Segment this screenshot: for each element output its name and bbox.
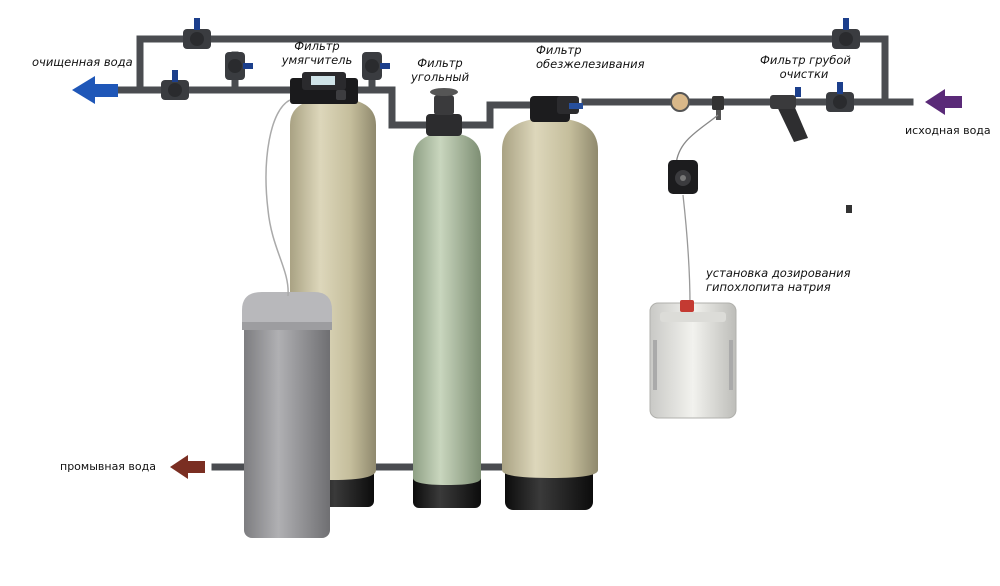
arrow-left-icon [72, 76, 118, 104]
carbon-iron-pipe [451, 101, 539, 129]
arrow-left-icon [170, 455, 205, 479]
coarse-label-line1: Фильтр грубой [760, 53, 851, 67]
dosing-tube [675, 114, 719, 166]
iron-label-line2: обезжелезивания [536, 57, 645, 71]
purified-water-label: очищенная вода [32, 55, 133, 69]
marker [846, 205, 852, 213]
ball-valve-icon [362, 52, 390, 80]
brine-tube [265, 99, 291, 297]
ball-valve-icon [225, 52, 253, 80]
coarse-label-line2: очистки [779, 67, 829, 81]
display-panel [311, 76, 335, 85]
flow-meter [670, 92, 690, 112]
dosing-unit-label: установка дозирования гипохлопита натрия [706, 266, 851, 294]
softener-carbon-pipe [346, 86, 444, 129]
flush-water-label: промывная вода [60, 460, 156, 473]
carbon-label-line1: Фильтр [417, 56, 463, 70]
softener-label-line1: Фильтр [294, 39, 340, 53]
coarse-filter [770, 87, 808, 142]
suction-tube [682, 194, 691, 306]
ball-valve-icon [832, 18, 860, 49]
iron-removal-tank [502, 96, 598, 510]
softener-label-line2: умягчитель [281, 53, 353, 67]
softener-label: Фильтр умягчитель [278, 39, 356, 67]
carbon-label-line2: угольный [410, 70, 470, 84]
source-water-label: исходная вода [905, 124, 991, 137]
carbon-tank [413, 88, 481, 508]
ball-valve-icon [161, 70, 189, 100]
ball-valve-icon [826, 82, 854, 112]
injection-fitting [712, 96, 724, 120]
carbon-filter-label: Фильтр угольный [408, 56, 472, 84]
dosing-label-line1: установка дозирования [706, 266, 851, 280]
bypass-pipe [136, 35, 889, 104]
ball-valve-icon [183, 18, 211, 49]
arrow-left-icon [925, 89, 962, 115]
dosing-pump-icon [668, 160, 698, 194]
coarse-filter-label: Фильтр грубой очистки [760, 53, 851, 81]
iron-filter-label: Фильтр обезжелезивания [536, 43, 645, 71]
dosing-label-line2: гипохлопита натрия [706, 280, 831, 294]
canister-icon [649, 300, 737, 419]
brine-tank [242, 292, 332, 538]
iron-label-line1: Фильтр [536, 43, 582, 57]
